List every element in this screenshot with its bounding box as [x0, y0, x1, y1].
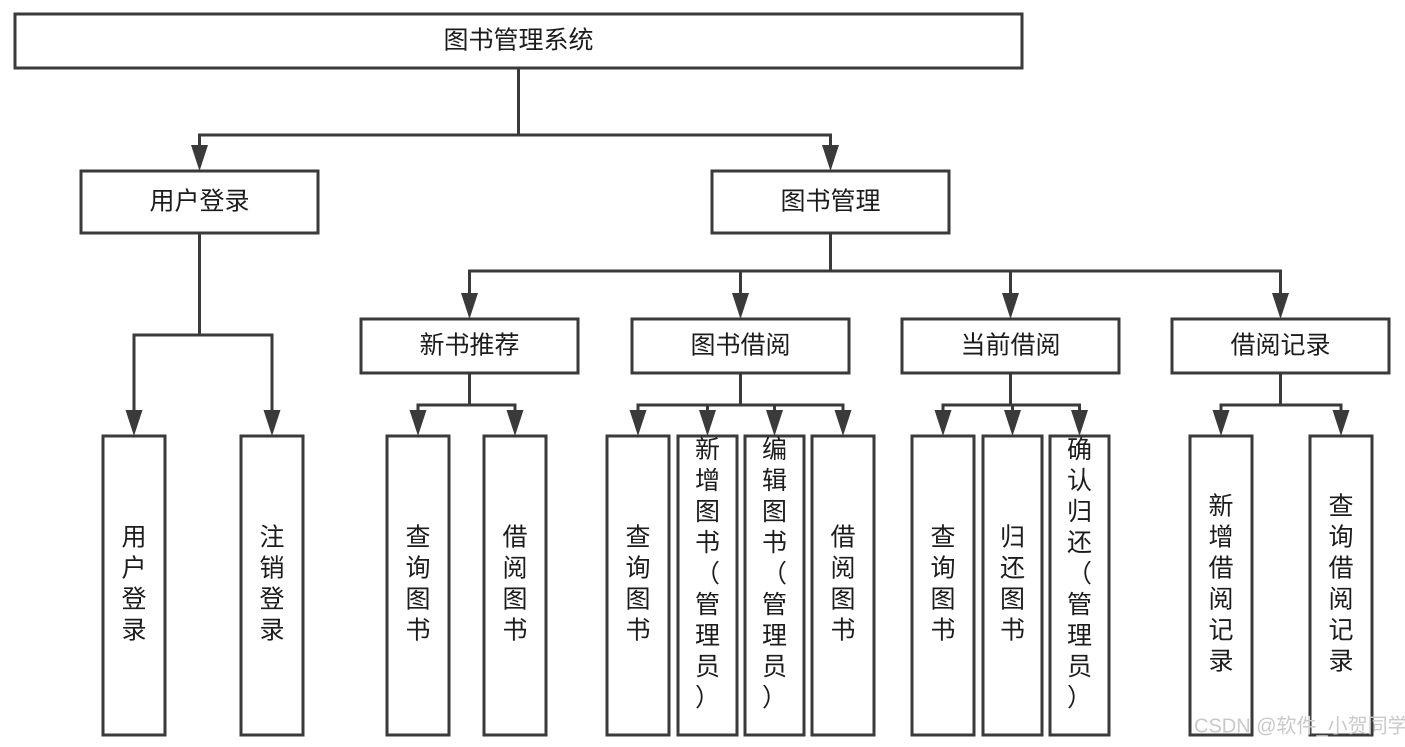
arrow-head-icon [263, 410, 281, 436]
node-label-book-manage: 图书管理 [780, 188, 880, 216]
node-label-borrow-record: 借阅记录 [1230, 332, 1330, 360]
node-leaf-query-borrow-record[interactable]: 查询借阅记录 [1308, 434, 1374, 737]
node-label-leaf-query-book-2: 查询图书 [625, 524, 650, 645]
node-box-user-login[interactable] [79, 169, 320, 235]
arrow-head-icon [1071, 410, 1088, 436]
arrow-head-icon [409, 410, 427, 436]
node-label-leaf-add-borrow-record: 新增借阅记录 [1208, 493, 1233, 676]
arrow-head-icon [1332, 410, 1350, 436]
node-leaf-return-book[interactable]: 归还图书 [981, 434, 1044, 737]
node-box-leaf-return-book[interactable] [981, 434, 1044, 737]
arrow-head-icon [191, 145, 208, 171]
arrow-head-icon [461, 293, 478, 319]
arrow-head-icon [732, 293, 749, 319]
edge-group-current-borrow [934, 371, 1088, 436]
node-box-borrow-record[interactable] [1170, 317, 1391, 375]
node-leaf-logout-login[interactable]: 注销登录 [239, 434, 305, 737]
node-label-leaf-query-book-3: 查询图书 [930, 524, 955, 645]
node-box-leaf-confirm-return-admin[interactable] [1048, 434, 1111, 737]
node-box-leaf-logout-login[interactable] [239, 434, 305, 737]
node-label-leaf-logout-login: 注销登录 [259, 524, 284, 645]
node-box-leaf-edit-book-admin[interactable] [743, 434, 806, 737]
node-box-leaf-add-book-admin[interactable] [676, 434, 739, 737]
arrow-head-icon [125, 410, 143, 436]
node-box-leaf-query-borrow-record[interactable] [1308, 434, 1374, 737]
node-book-borrow[interactable]: 图书借阅 [630, 317, 851, 375]
node-user-login[interactable]: 用户登录 [79, 169, 320, 235]
node-box-leaf-borrow-book-1[interactable] [482, 434, 548, 737]
watermark-label: CSDN @软件_小贺同学 [1194, 714, 1405, 737]
node-new-book-recommend[interactable]: 新书推荐 [359, 317, 580, 375]
node-label-book-borrow: 图书借阅 [690, 332, 790, 360]
nodes-layer: 图书管理系统用户登录图书管理新书推荐图书借阅当前借阅借阅记录用户登录注销登录查询… [13, 12, 1391, 737]
edge-group-book-manage [461, 231, 1289, 319]
node-leaf-add-book-admin[interactable]: 新增图书（管理员） [676, 434, 739, 737]
node-leaf-borrow-book-2[interactable]: 借阅图书 [810, 434, 876, 737]
node-label-leaf-edit-book-admin: 编辑图书（管理员） [762, 436, 787, 712]
arrow-head-icon [822, 145, 839, 171]
arrow-head-icon [1004, 410, 1021, 436]
node-box-book-manage[interactable] [710, 169, 951, 235]
node-label-new-book-recommend: 新书推荐 [419, 332, 519, 360]
node-label-user-login: 用户登录 [149, 188, 249, 216]
node-leaf-user-login[interactable]: 用户登录 [101, 434, 167, 737]
node-leaf-query-book-3[interactable]: 查询图书 [910, 434, 976, 737]
arrow-head-icon [1002, 293, 1019, 319]
node-label-leaf-borrow-book-1: 借阅图书 [502, 524, 527, 645]
node-leaf-query-book-1[interactable]: 查询图书 [385, 434, 451, 737]
node-box-leaf-query-book-3[interactable] [910, 434, 976, 737]
edge-group-user-login [125, 231, 281, 436]
node-leaf-add-borrow-record[interactable]: 新增借阅记录 [1188, 434, 1254, 737]
arrow-head-icon [629, 410, 647, 436]
node-leaf-query-book-2[interactable]: 查询图书 [605, 434, 671, 737]
edge-group-book-borrow [629, 371, 852, 436]
node-leaf-borrow-book-1[interactable]: 借阅图书 [482, 434, 548, 737]
arrow-head-icon [766, 410, 783, 436]
node-label-current-borrow: 当前借阅 [960, 332, 1060, 360]
edge-group-new-book-recommend [409, 371, 524, 436]
arrow-head-icon [699, 410, 716, 436]
node-label-root: 图书管理系统 [443, 27, 593, 55]
node-label-leaf-add-book-admin: 新增图书（管理员） [695, 436, 720, 712]
node-box-leaf-add-borrow-record[interactable] [1188, 434, 1254, 737]
node-label-leaf-confirm-return-admin: 确认归还（管理员） [1067, 436, 1092, 712]
node-box-book-borrow[interactable] [630, 317, 851, 375]
node-current-borrow[interactable]: 当前借阅 [900, 317, 1121, 375]
node-label-leaf-return-book: 归还图书 [1000, 524, 1025, 645]
node-book-manage[interactable]: 图书管理 [710, 169, 951, 235]
node-borrow-record[interactable]: 借阅记录 [1170, 317, 1391, 375]
arrow-head-icon [834, 410, 852, 436]
edge-group-root [191, 66, 839, 171]
node-root[interactable]: 图书管理系统 [13, 12, 1024, 70]
arrow-head-icon [1212, 410, 1230, 436]
arrow-head-icon [506, 410, 524, 436]
node-box-leaf-query-book-2[interactable] [605, 434, 671, 737]
node-label-leaf-query-book-1: 查询图书 [405, 524, 430, 645]
node-box-leaf-borrow-book-2[interactable] [810, 434, 876, 737]
node-box-root[interactable] [13, 12, 1024, 70]
node-box-new-book-recommend[interactable] [359, 317, 580, 375]
arrow-head-icon [934, 410, 952, 436]
node-label-leaf-query-borrow-record: 查询借阅记录 [1328, 493, 1353, 676]
node-box-leaf-query-book-1[interactable] [385, 434, 451, 737]
node-leaf-confirm-return-admin[interactable]: 确认归还（管理员） [1048, 434, 1111, 737]
node-label-leaf-borrow-book-2: 借阅图书 [830, 524, 855, 645]
edge-group-borrow-record [1212, 371, 1350, 436]
arrow-head-icon [1272, 293, 1289, 319]
node-leaf-edit-book-admin[interactable]: 编辑图书（管理员） [743, 434, 806, 737]
node-label-leaf-user-login: 用户登录 [121, 524, 146, 645]
edges-layer [125, 66, 1350, 436]
node-box-leaf-user-login[interactable] [101, 434, 167, 737]
node-box-current-borrow[interactable] [900, 317, 1121, 375]
